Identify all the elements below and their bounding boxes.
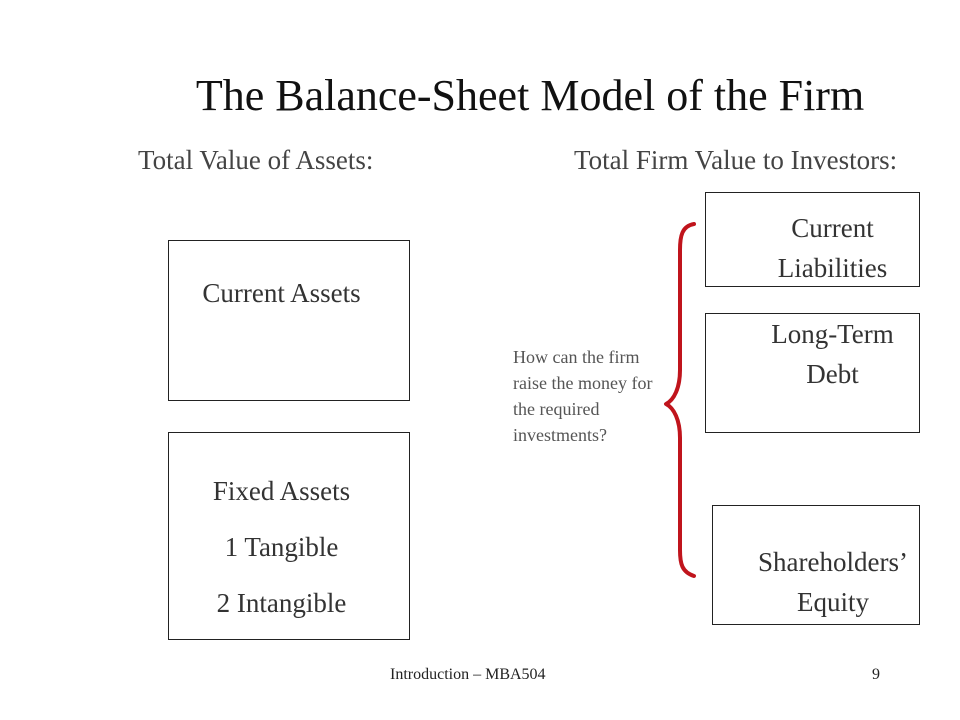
current-assets-label: Current Assets <box>202 278 361 308</box>
curly-brace-path <box>664 222 696 578</box>
current-liabilities-line-2: Liabilities <box>777 253 888 283</box>
long-term-debt-line-1: Long-Term <box>771 319 894 349</box>
investors-heading: Total Firm Value to Investors: <box>574 145 898 175</box>
shareholders-equity-box: Shareholders’ Equity <box>712 505 920 625</box>
current-liabilities-label: Current Liabilities <box>706 208 959 288</box>
fixed-assets-box: Fixed Assets 1 Tangible 2 Intangible <box>168 432 410 640</box>
fixed-assets-item-tangible: 1 Tangible <box>224 532 339 562</box>
fixed-assets-item-intangible: 2 Intangible <box>216 588 347 618</box>
fixed-assets-label: Fixed Assets <box>212 476 351 506</box>
curly-brace-icon <box>664 222 696 578</box>
shareholders-equity-line-1: Shareholders’ <box>758 547 908 577</box>
footer-page-number: 9 <box>872 666 880 683</box>
long-term-debt-line-2: Debt <box>806 359 859 389</box>
fixed-assets-content: Fixed Assets 1 Tangible 2 Intangible <box>169 463 394 631</box>
current-liabilities-line-1: Current <box>791 213 874 243</box>
page-title: The Balance-Sheet Model of the Firm <box>195 71 865 120</box>
current-liabilities-box: Current Liabilities <box>705 192 920 287</box>
footer-course: Introduction – MBA504 <box>390 666 546 683</box>
long-term-debt-box: Long-Term Debt <box>705 313 920 433</box>
shareholders-equity-line-2: Equity <box>797 587 869 617</box>
assets-heading: Total Value of Assets: <box>138 145 374 175</box>
financing-question: How can the firm raise the money for the… <box>513 347 653 445</box>
shareholders-equity-label: Shareholders’ Equity <box>713 542 953 622</box>
long-term-debt-label: Long-Term Debt <box>706 314 959 394</box>
current-assets-box: Current Assets <box>168 240 410 401</box>
